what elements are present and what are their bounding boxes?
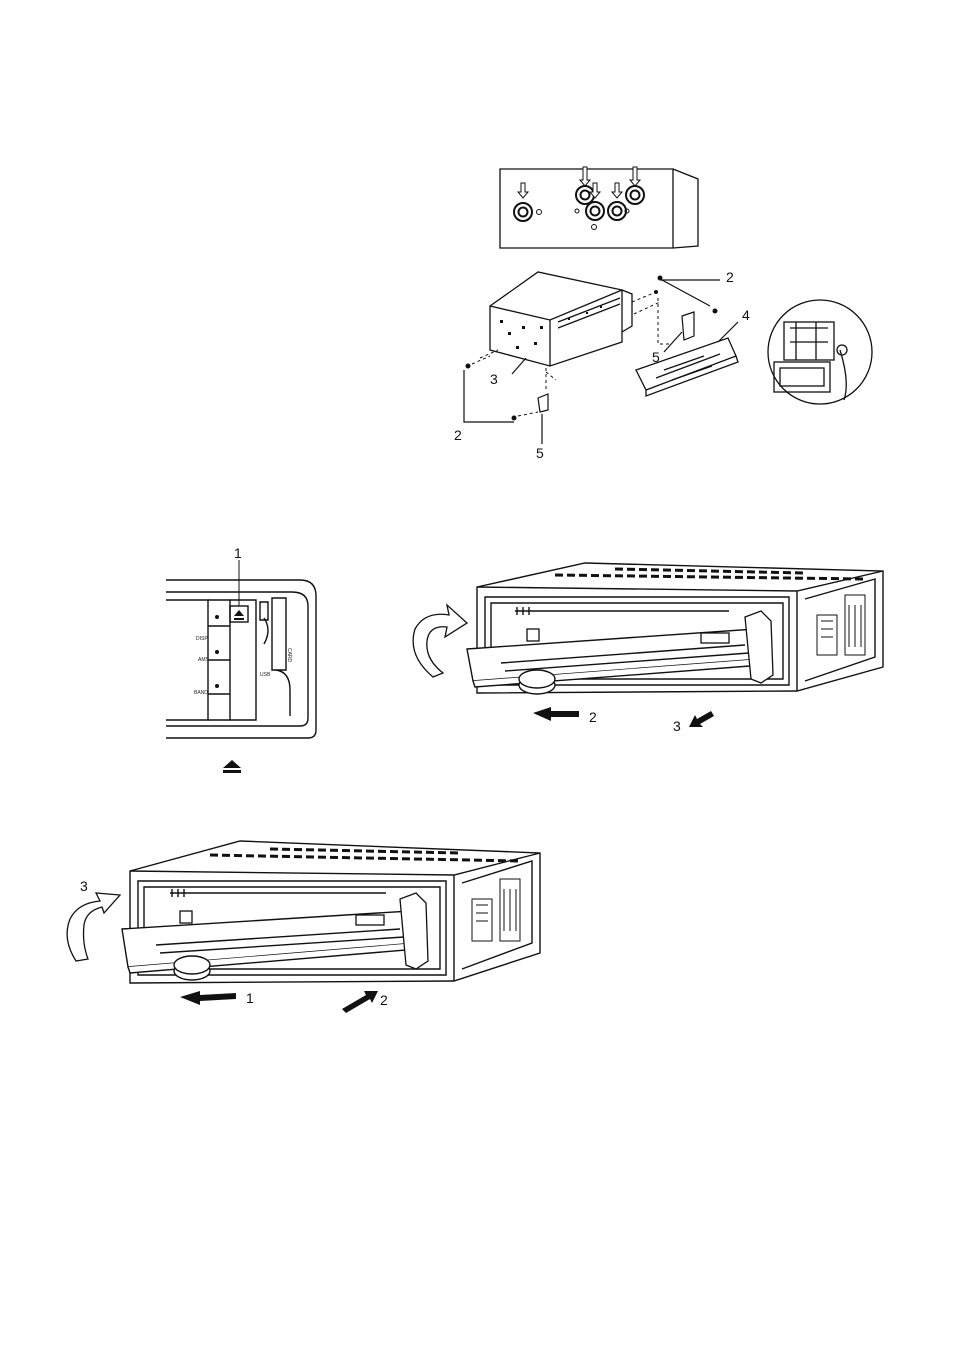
label-screw-bottom: 2 xyxy=(454,427,462,443)
label-trim: 4 xyxy=(742,307,750,323)
dashboard-holes-diagram xyxy=(495,165,705,260)
callout-release-button: 1 xyxy=(234,545,242,561)
down-arrow-icon xyxy=(518,167,640,198)
pull-arrow-icon xyxy=(533,707,579,721)
rotate-arrow-icon xyxy=(413,605,467,677)
eject-icon xyxy=(221,758,243,774)
card-slot-label: CARD xyxy=(286,648,292,663)
panel-removal-diagram: 2 3 xyxy=(405,555,895,735)
label-screw-top: 2 xyxy=(726,269,734,285)
push-in-arrow-icon xyxy=(342,991,378,1013)
label-push-in-arrow: 2 xyxy=(380,992,388,1008)
usb-port-label: USB xyxy=(260,672,271,678)
panel-button-disp: DISP xyxy=(196,636,208,642)
push-left-arrow-icon xyxy=(180,991,236,1005)
panel-installation-diagram: 3 1 2 xyxy=(60,833,550,1018)
label-sleeve: 3 xyxy=(490,371,498,387)
label-rotate-arrow: 3 xyxy=(80,878,88,894)
label-bracket-bottom: 5 xyxy=(536,445,544,461)
tilt-arrow-icon xyxy=(689,711,714,727)
mount-hole xyxy=(514,186,644,230)
label-tilt-arrow: 3 xyxy=(673,718,681,734)
panel-button-ams: AMS xyxy=(198,657,210,663)
label-push-left-arrow: 1 xyxy=(246,990,254,1006)
panel-button-band: BAND xyxy=(194,690,208,696)
mounting-sleeve xyxy=(490,272,632,366)
trim-ring xyxy=(636,338,738,396)
label-pull-arrow: 2 xyxy=(589,709,597,725)
volume-knob xyxy=(174,956,210,980)
rotate-arrow-icon xyxy=(67,893,120,961)
volume-knob xyxy=(519,670,555,694)
front-panel-detail: 1 DISP AMS BAND USB CARD xyxy=(160,540,320,745)
release-key-detail xyxy=(768,300,872,404)
label-bracket-top: 5 xyxy=(652,349,660,365)
mounting-exploded-diagram: 2 2 3 4 5 5 xyxy=(450,262,880,467)
